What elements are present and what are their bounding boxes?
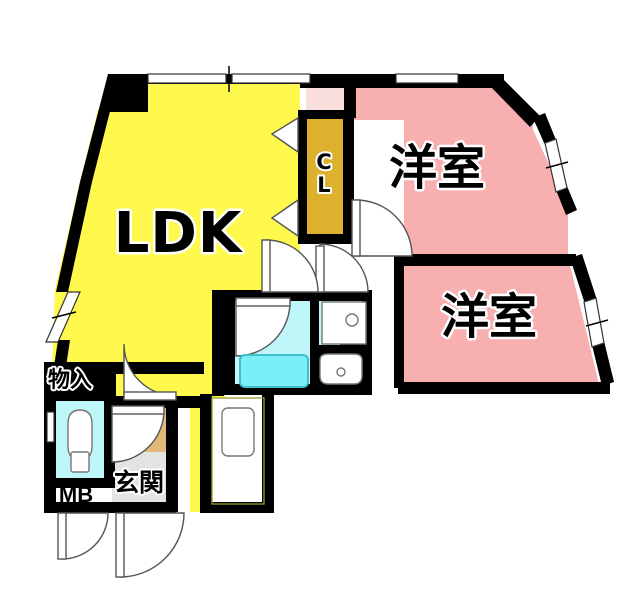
room-labels: LDK 洋室 洋室 C L 物入 玄関 MB — [46, 138, 540, 507]
wall-ldk-bottom-stub — [176, 396, 202, 408]
room-fill-entrance-tile — [112, 464, 166, 508]
closet-door-lower — [270, 198, 299, 238]
wall-closet-left — [298, 110, 307, 244]
bathtub — [239, 354, 309, 388]
wall-genkan-bottom — [104, 502, 176, 513]
wall-top-between-ldk-bedroom — [300, 74, 356, 88]
label-bedroom-1: 洋室 — [389, 140, 485, 196]
fixtures — [46, 301, 367, 505]
wall-bath-top — [224, 290, 372, 301]
wall-niche-right — [344, 84, 356, 118]
doors — [57, 116, 413, 578]
bedroom2-door-arc — [319, 243, 369, 293]
wall-closet-right — [343, 110, 354, 244]
entrance-door-arc — [119, 512, 185, 578]
bedroom1-door-arc — [355, 199, 413, 257]
vestibule-door-arc — [111, 409, 165, 463]
label-ldk: LDK — [114, 201, 244, 266]
wall-bedroom1-right-lower — [556, 186, 577, 215]
wall-left-slant-mid — [56, 182, 92, 292]
kitchen-appliance-icon — [221, 407, 255, 457]
wall-kitchen-bottom — [200, 502, 274, 513]
wall-vestibule-right — [166, 396, 178, 512]
label-closet-l: L — [317, 173, 330, 197]
room-fill-bedroom-2 — [404, 265, 600, 388]
closet-door-upper — [270, 116, 299, 154]
wall-toilet-right — [104, 392, 115, 486]
window-bedroom2-right — [583, 297, 605, 348]
bedroom2-door-leaf — [315, 245, 325, 293]
room-fill-bedroom-1 — [352, 88, 568, 255]
mb-door-arc — [61, 512, 109, 560]
label-entrance: 玄関 — [114, 468, 164, 497]
room-fill-pale-pink-niche — [306, 84, 348, 110]
label-meter-box: MB — [59, 482, 93, 507]
wall-bedroom2-diag-2 — [592, 341, 614, 386]
wall-between-bedrooms — [404, 254, 576, 266]
window-mullion-bed1 — [545, 161, 569, 169]
windows — [45, 66, 609, 348]
wall-left-slant-upper — [80, 74, 118, 182]
wall-bath-partition — [310, 300, 319, 352]
entrance-door-leaf — [115, 512, 125, 578]
room-fill-closet — [307, 116, 343, 236]
mb-door-leaf — [57, 512, 67, 560]
label-storage: 物入 — [48, 367, 92, 393]
bathroom-door-leaf — [235, 297, 291, 307]
toilet-flush-icon — [336, 367, 346, 377]
window-left-slant — [45, 291, 81, 343]
window-mullion-left — [51, 311, 77, 319]
label-closet-c: C — [316, 150, 331, 174]
vestibule-door-leaf — [111, 405, 165, 415]
wall-mb-divider — [44, 478, 115, 488]
washroom-door-arc — [265, 239, 319, 293]
wall-toilet-top — [44, 392, 115, 401]
bedroom1-door-leaf — [351, 199, 361, 257]
wall-kitchen-right — [262, 394, 274, 512]
window-mullion-bed2 — [585, 319, 609, 327]
wall-closet-bottom — [298, 234, 354, 244]
window-toilet — [46, 411, 55, 443]
vanity-basin-icon — [345, 313, 359, 327]
label-bedroom-2: 洋室 — [441, 289, 537, 345]
wall-bedroom2-bottom — [398, 382, 610, 394]
wall-kitchen-left — [200, 394, 212, 512]
wall-bedroom-left — [394, 254, 404, 388]
hall-door-leaf — [123, 391, 177, 401]
wall-bedroom1-diag-1 — [492, 76, 540, 127]
window-bedroom1-top — [395, 73, 459, 84]
vanity-counter — [321, 301, 367, 345]
washroom-door-leaf — [261, 239, 271, 293]
wall-closet-top — [298, 110, 354, 119]
wall-ldk-lower-right — [212, 290, 224, 396]
window-ldk-top-2 — [231, 73, 311, 84]
wall-washroom-shelf — [318, 345, 342, 355]
kitchen-counter-outline — [211, 397, 265, 505]
toilet-tank-icon — [70, 451, 90, 473]
wall-bath-left — [224, 290, 235, 394]
window-ldk-top-1 — [147, 73, 227, 84]
wall-bedroom1-right-upper — [533, 113, 556, 145]
room-fill-ldk — [52, 82, 340, 512]
wall-bedroom2-diag — [570, 254, 597, 304]
wall-bath-bottom — [224, 384, 372, 395]
